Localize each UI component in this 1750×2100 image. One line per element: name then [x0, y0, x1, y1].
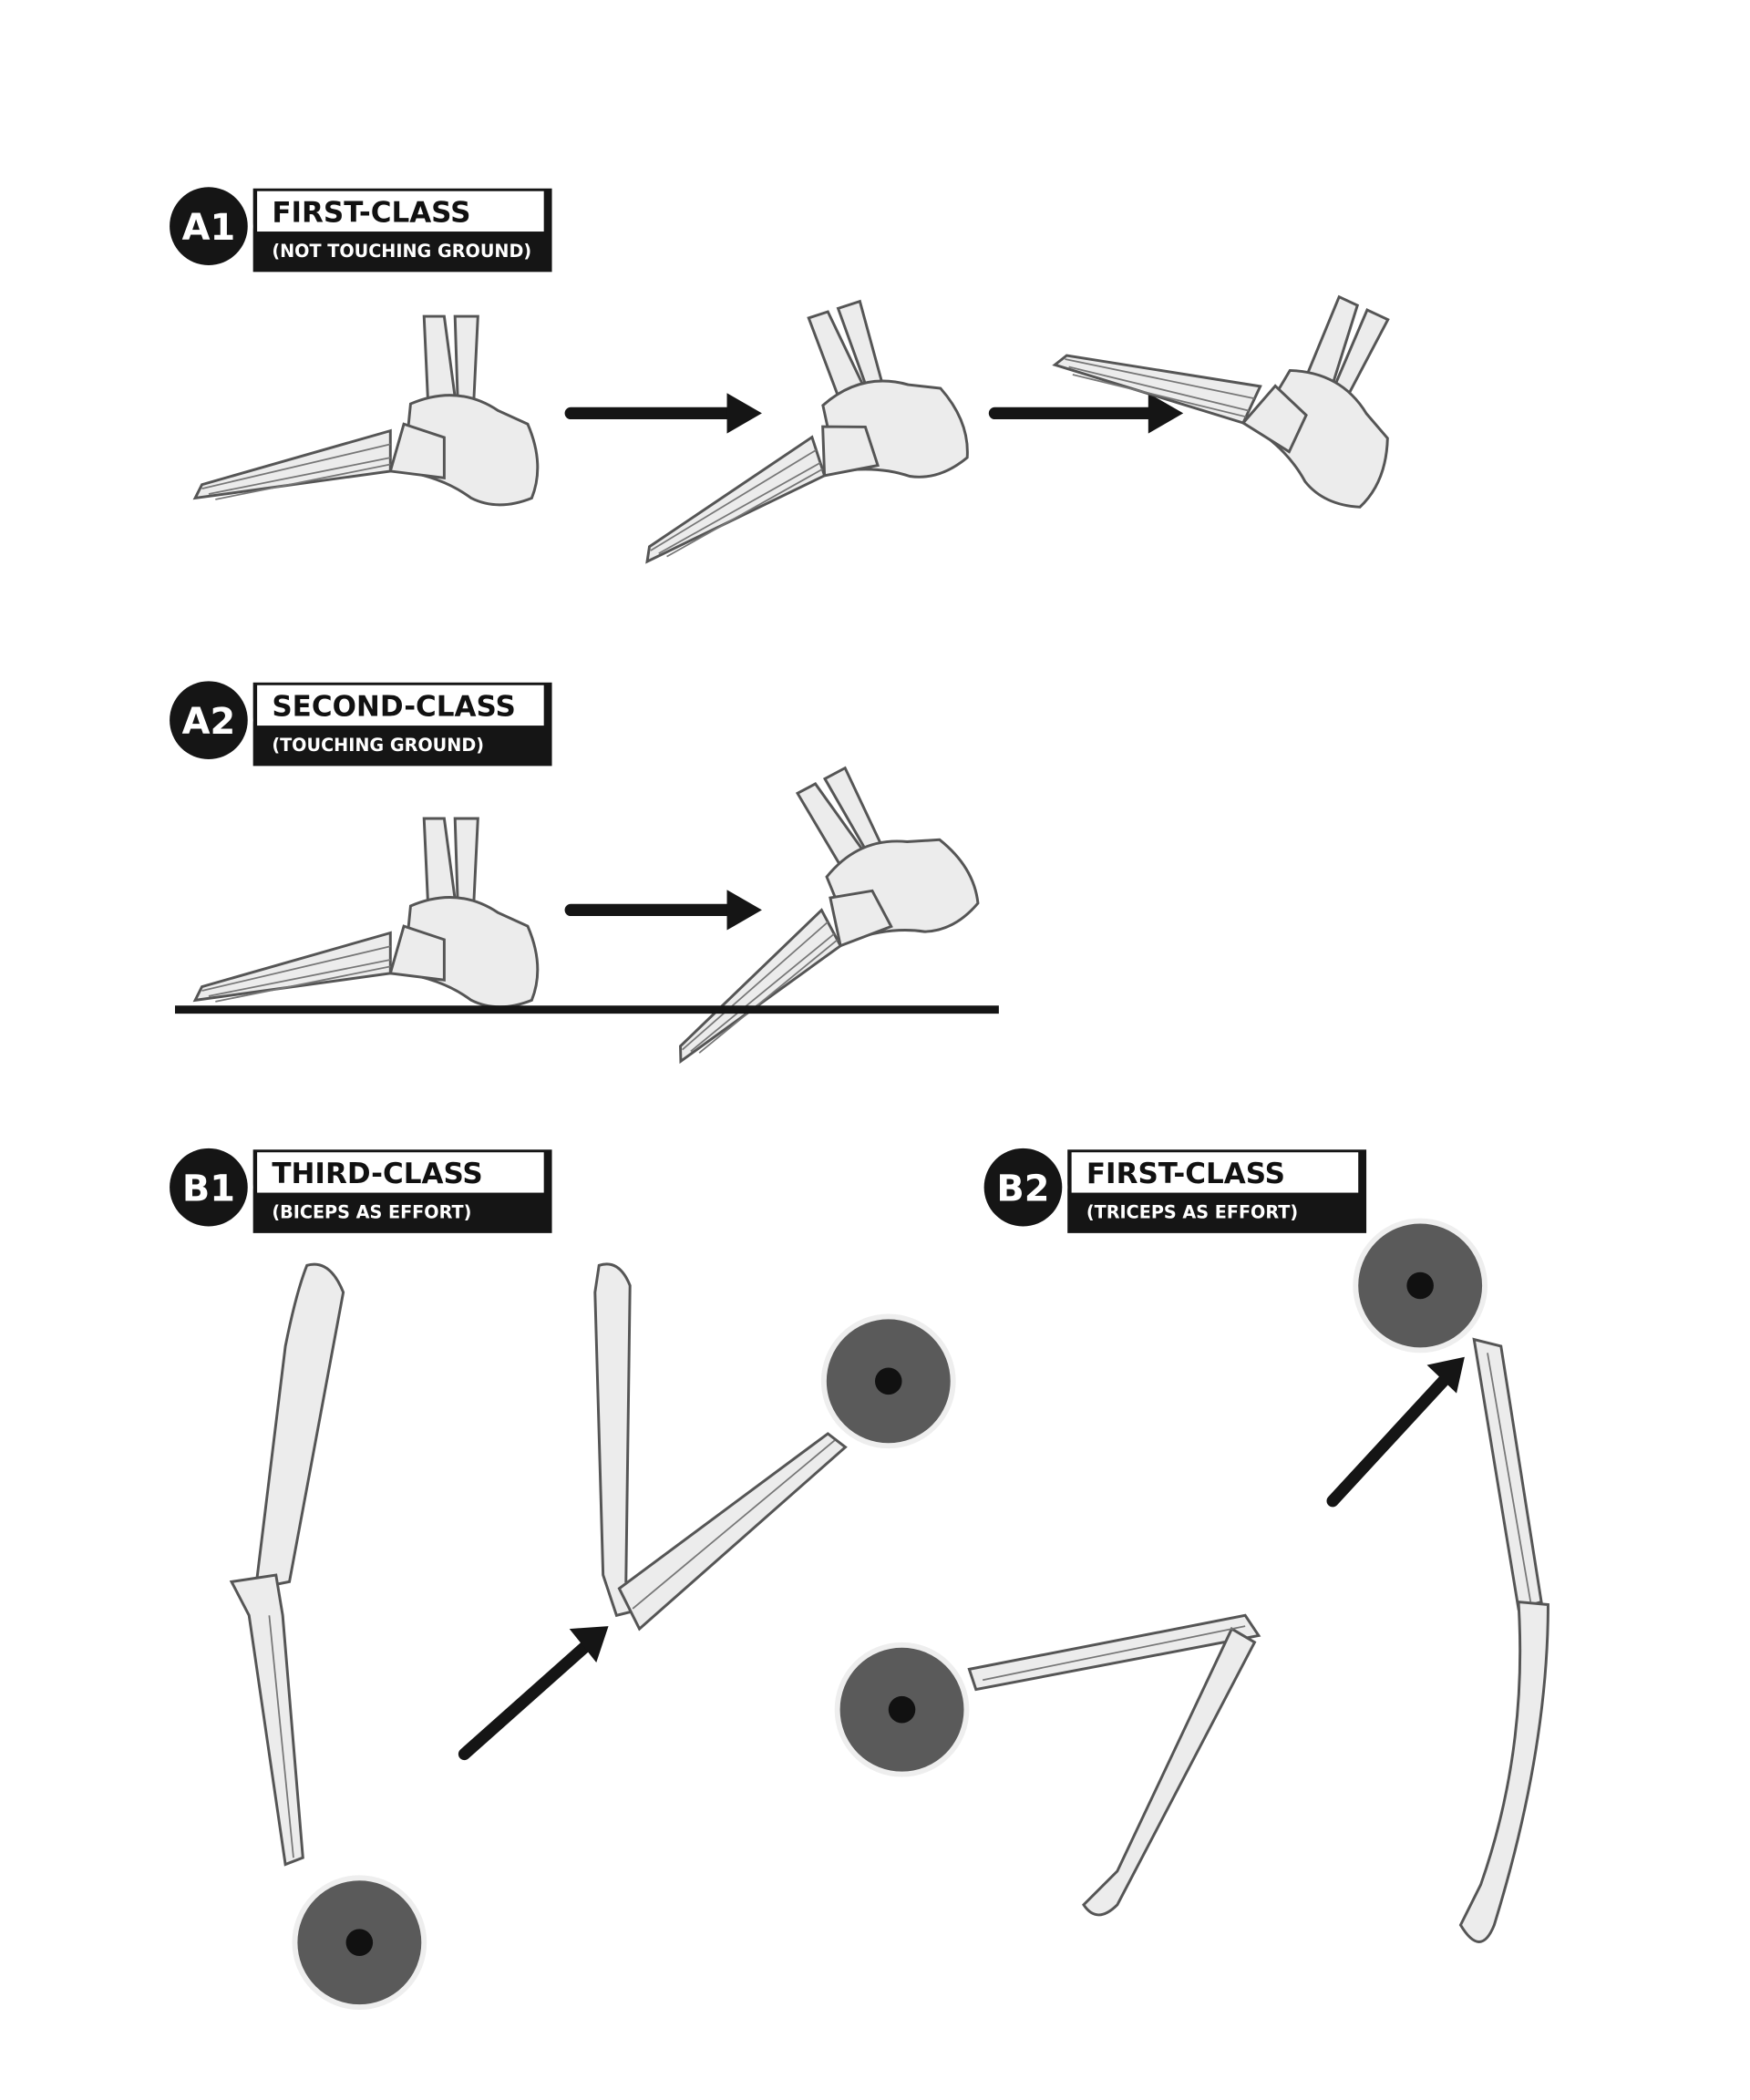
pivot-dot: [345, 1929, 374, 1956]
badge-a2: A2: [182, 701, 236, 743]
foot-plantarflexed-a1: [589, 281, 977, 570]
pivot-dot: [888, 1695, 916, 1724]
arrow-a1-1: [564, 393, 762, 434]
subtitle-a2: (TOUCHING GROUND): [272, 735, 484, 756]
subtitle-a1: (NOT TOUCHING GROUND): [272, 241, 531, 262]
foot-tiptoe-a2: [593, 738, 988, 1069]
title-b2: FIRST-CLASS: [1086, 1158, 1285, 1190]
title-a1: FIRST-CLASS: [272, 197, 470, 230]
title-b1: THIRD-CLASS: [272, 1158, 482, 1190]
badge-b1: B1: [182, 1168, 235, 1210]
subtitle-b2: (TRICEPS AS EFFORT): [1086, 1202, 1298, 1223]
badge-a1: A1: [182, 207, 236, 249]
arm-flexed-b2: [967, 1613, 1261, 1917]
arm-flexed-b1: [593, 1262, 848, 1632]
arrow-a2: [564, 890, 762, 931]
arm-extended-b1: [229, 1262, 345, 1867]
arm-extended-b2: [1458, 1337, 1549, 1943]
arrow-a1-2: [988, 393, 1184, 434]
label-b1: B1 THIRD-CLASS (BICEPS AS EFFORT): [164, 1142, 552, 1233]
foot-flat-a2: [193, 817, 540, 1009]
arrow-b1: [458, 1626, 609, 1761]
badge-b2: B2: [996, 1168, 1049, 1210]
label-a1: A1 FIRST-CLASS (NOT TOUCHING GROUND): [164, 181, 552, 273]
pivot-dot: [875, 1367, 902, 1395]
label-b2: B2 FIRST-CLASS (TRICEPS AS EFFORT): [978, 1142, 1367, 1233]
title-a2: SECOND-CLASS: [272, 691, 515, 724]
foot-neutral-a1: [193, 314, 540, 507]
subtitle-b1: (BICEPS AS EFFORT): [272, 1202, 471, 1223]
label-a2: A2 SECOND-CLASS (TOUCHING GROUND): [164, 675, 552, 767]
arrow-b2: [1326, 1356, 1465, 1508]
foot-dorsiflexed-a1: [1050, 199, 1444, 518]
pivot-dot: [1406, 1271, 1434, 1300]
